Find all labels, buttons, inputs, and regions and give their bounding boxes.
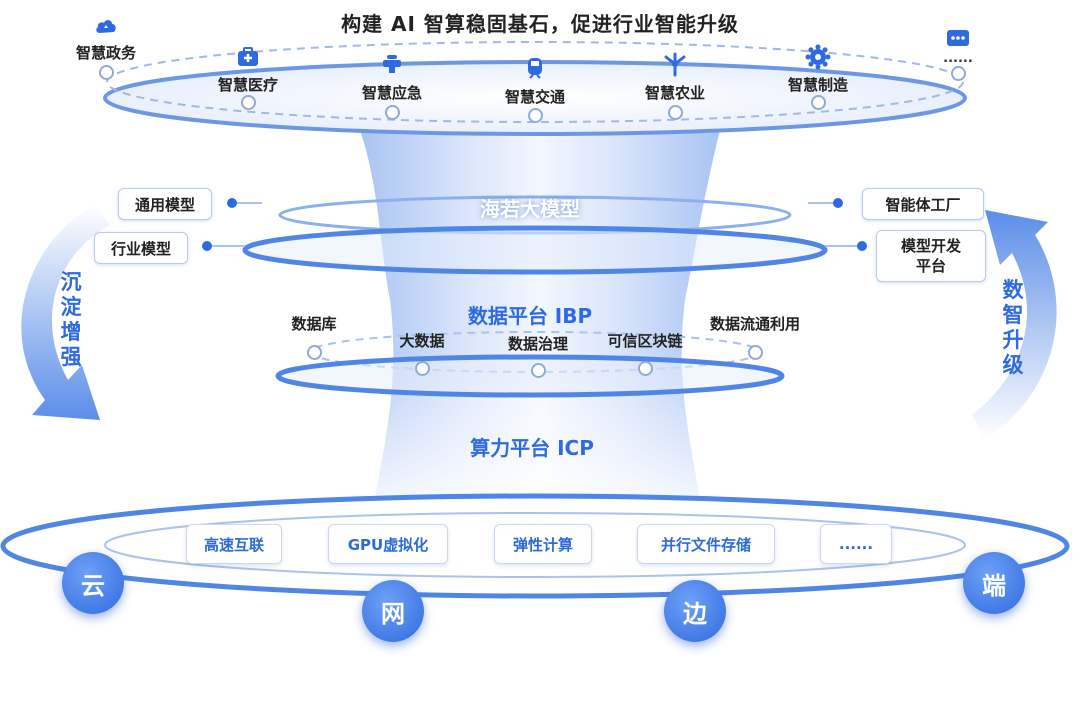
data-item-label: 可信区块链 (607, 332, 683, 350)
data-item-label: 数据流通利用 (709, 315, 801, 333)
compute-item: 并行文件存储 (637, 524, 775, 564)
orbit-dot (638, 361, 653, 376)
data-item-label: 大数据 (399, 332, 445, 350)
page-title: 构建 AI 智算稳固基石，促进行业智能升级 (341, 12, 739, 36)
orbit-dot (307, 345, 322, 360)
box-general-model: 通用模型 (118, 188, 212, 220)
node-circle: 端 (963, 552, 1025, 614)
box-industry-model: 行业模型 (94, 232, 188, 264)
cloud-icon (92, 12, 120, 40)
industry-label: ...... (943, 51, 973, 66)
data-item-label: 数据库 (291, 315, 337, 333)
side-label-right: 数智升级 (1002, 278, 1024, 377)
node-circle: 边 (664, 580, 726, 642)
node-circle: 网 (362, 580, 424, 642)
compute-item: 弹性计算 (494, 524, 592, 564)
orbit-dot (99, 65, 114, 80)
orbit-dot (528, 108, 543, 123)
side-label-left: 沉淀增强 (60, 270, 82, 369)
orbit-dot (531, 363, 546, 378)
train-icon (521, 54, 549, 82)
model-ring-lower (242, 225, 828, 275)
left-curve-arrow (21, 205, 110, 420)
data-layer-label: 数据平台 IBP (467, 304, 593, 328)
medical-kit-icon (234, 43, 262, 71)
windmill-icon (661, 50, 689, 78)
compute-item: GPU虚拟化 (328, 524, 448, 564)
compute-item: 高速互联 (186, 524, 282, 564)
industry-label: 智慧医疗 (217, 76, 279, 94)
more-icon (944, 24, 972, 52)
orbit-dot (241, 95, 256, 110)
node-circle: 云 (62, 552, 124, 614)
orbit-dot (811, 95, 826, 110)
hydrant-icon (378, 50, 406, 78)
compute-item: ...... (820, 524, 892, 564)
orbit-dot (951, 66, 966, 81)
industry-label: 智慧农业 (644, 84, 706, 102)
orbit-dot (415, 361, 430, 376)
industry-label: 智慧政务 (75, 44, 137, 62)
orbit-dot (748, 345, 763, 360)
box-model-dev-platform: 模型开发平台 (876, 230, 986, 282)
data-ring (275, 354, 785, 398)
right-curve-arrow (972, 210, 1057, 440)
orbit-dot (385, 105, 400, 120)
model-layer-label: 海若大模型 (480, 197, 580, 221)
industry-label: 智慧制造 (787, 76, 849, 94)
gear-icon (804, 43, 832, 71)
industry-label: 智慧交通 (504, 88, 566, 106)
compute-layer-label: 算力平台 ICP (470, 436, 594, 460)
industry-label: 智慧应急 (361, 84, 423, 102)
box-agent-factory: 智能体工厂 (862, 188, 984, 220)
data-item-label: 数据治理 (507, 335, 569, 353)
orbit-dot (668, 105, 683, 120)
